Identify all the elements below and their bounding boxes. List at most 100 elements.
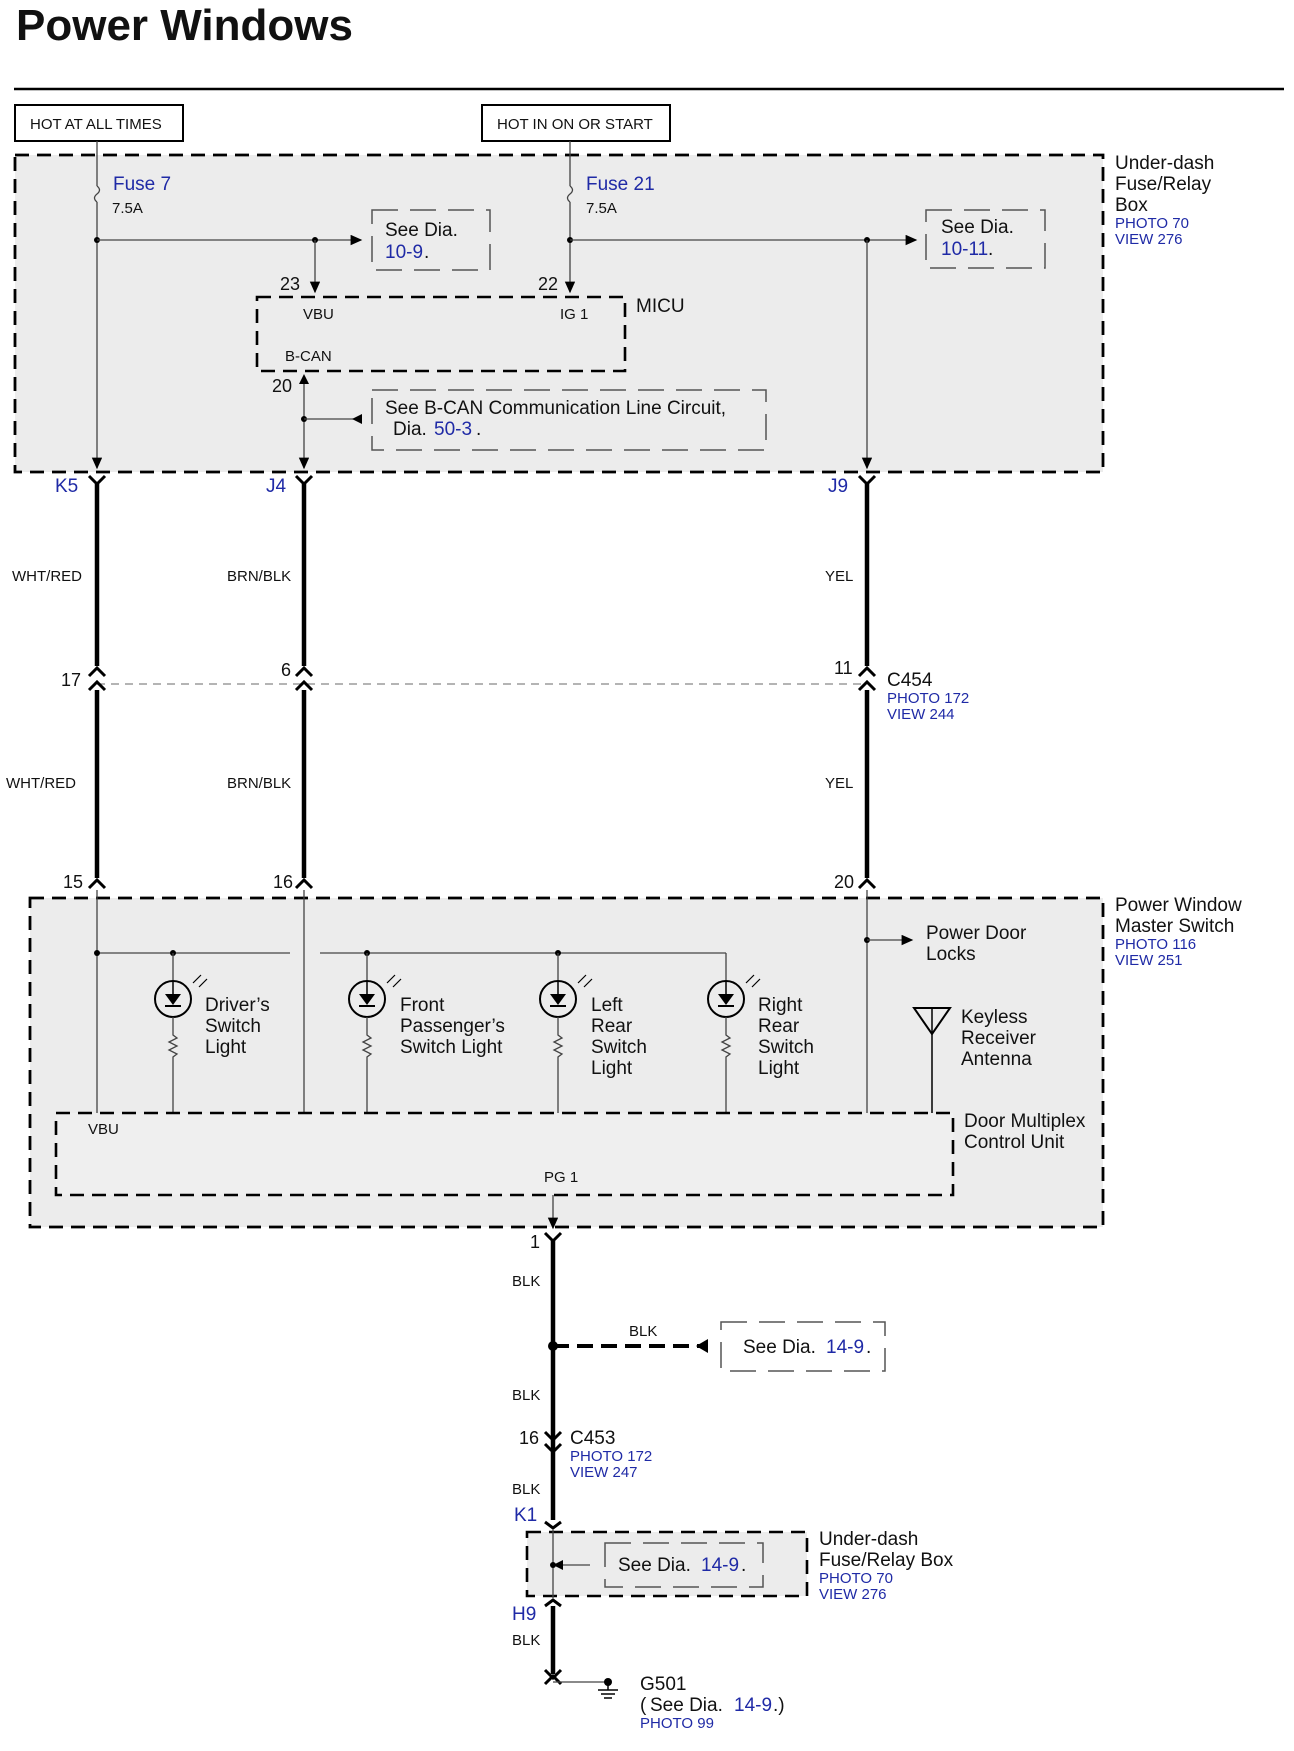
left-rear-light-label-3: Switch	[591, 1037, 647, 1058]
ground-icon	[598, 1682, 618, 1699]
c454-label: C454	[887, 670, 933, 691]
wire-color-blk-5: BLK	[512, 1632, 540, 1649]
wire-color-blk-1: BLK	[512, 1273, 540, 1290]
connector-k1: K1	[514, 1505, 537, 1526]
source-label-hot-on-start: HOT IN ON OR START	[497, 116, 653, 133]
page-title: Power Windows	[16, 1, 353, 50]
see-dia-10-11-box	[925, 209, 1046, 269]
master-pin-16: 16	[273, 872, 293, 892]
power-door-locks-label-1: Power Door	[926, 923, 1027, 944]
c454-view: VIEW 244	[887, 706, 955, 723]
right-rear-light-label-2: Rear	[758, 1016, 800, 1037]
bottom-see-link[interactable]: 14-9	[701, 1555, 739, 1576]
wire-color-blk-2: BLK	[629, 1323, 657, 1340]
driver-switch-light-icon	[154, 953, 208, 1131]
wire-color-blk-4: BLK	[512, 1481, 540, 1498]
source-label-hot-always: HOT AT ALL TIMES	[30, 116, 162, 133]
bcan-note-line1: See B-CAN Communication Line Circuit,	[385, 398, 726, 419]
left-rear-light-label-1: Left	[591, 995, 623, 1016]
connector-j9: J9	[828, 476, 848, 497]
source-box-hot-on-start	[481, 104, 671, 142]
bottom-box-label-2: Fuse/Relay Box	[819, 1550, 954, 1571]
svg-text:.: .	[866, 1337, 871, 1358]
driver-light-label-3: Light	[205, 1037, 247, 1058]
connector-h9: H9	[512, 1604, 536, 1625]
underdash-box-label-2: Fuse/Relay	[1115, 174, 1212, 195]
door-multiplex-box	[54, 1111, 955, 1197]
c453-view: VIEW 247	[570, 1464, 638, 1481]
see-dia-10-9-box	[371, 209, 491, 271]
wire-color-brn-blk-2: BRN/BLK	[227, 775, 291, 792]
power-door-locks-label-2: Locks	[926, 944, 976, 965]
fuse-21-rating: 7.5A	[586, 200, 617, 217]
master-switch-photo: PHOTO 116	[1115, 936, 1196, 953]
wire-color-wht-red-1: WHT/RED	[12, 568, 82, 585]
front-pass-light-label-3: Switch Light	[400, 1037, 503, 1058]
driver-light-label-1: Driver’s	[205, 995, 270, 1016]
right-rear-light-label-3: Switch	[758, 1037, 814, 1058]
fuse-7-rating: 7.5A	[112, 200, 143, 217]
c453-photo: PHOTO 172	[570, 1448, 652, 1465]
wire-color-blk-3: BLK	[512, 1387, 540, 1404]
bottom-box-view: VIEW 276	[819, 1586, 887, 1603]
see-dia-14-9-link[interactable]: 14-9	[826, 1337, 864, 1358]
g501-close-paren: .)	[773, 1695, 785, 1716]
underdash-box-photo: PHOTO 70	[1115, 215, 1189, 232]
underdash-box-label-3: Box	[1115, 195, 1148, 216]
front-pass-light-label-2: Passenger’s	[400, 1016, 505, 1037]
left-rear-switch-light-icon	[539, 953, 593, 1131]
g501-open-paren: (	[640, 1695, 647, 1716]
see-dia-10-11-link[interactable]: 10-11	[941, 239, 988, 260]
door-mux-pg1: PG 1	[544, 1169, 578, 1186]
c454-pin-17: 17	[61, 670, 81, 690]
driver-light-label-2: Switch	[205, 1016, 261, 1037]
bcan-note-link[interactable]: 50-3	[434, 419, 472, 440]
wire-color-yel-2: YEL	[825, 775, 853, 792]
g501-see-link[interactable]: 14-9	[734, 1695, 772, 1716]
connector-j4: J4	[266, 476, 287, 497]
g501-photo: PHOTO 99	[640, 1715, 714, 1732]
micu-bcan: B-CAN	[285, 348, 332, 365]
door-mux-label-2: Control Unit	[964, 1132, 1065, 1153]
micu-pin-23: 23	[280, 274, 300, 294]
svg-text:.: .	[741, 1555, 746, 1576]
micu-vbu: VBU	[303, 306, 334, 323]
see-dia-10-11-prefix: See Dia.	[941, 217, 1014, 238]
c453-label: C453	[570, 1428, 615, 1449]
left-rear-light-label-4: Light	[591, 1058, 633, 1079]
see-dia-10-9-link[interactable]: 10-9	[385, 242, 423, 263]
keyless-label-1: Keyless	[961, 1007, 1028, 1028]
master-switch-label-2: Master Switch	[1115, 916, 1234, 937]
underdash-box-label-1: Under-dash	[1115, 153, 1214, 174]
fuse-7-icon	[93, 185, 101, 203]
ground-pin-1: 1	[530, 1232, 540, 1252]
bottom-see-prefix: See Dia.	[618, 1555, 691, 1576]
c454-pin-6: 6	[281, 660, 291, 680]
master-switch-view: VIEW 251	[1115, 952, 1183, 969]
fuse-21-label: Fuse 21	[586, 174, 655, 195]
svg-text:.: .	[476, 419, 481, 440]
fuse-21-icon	[566, 185, 574, 203]
c453-pin-16: 16	[519, 1428, 539, 1448]
keyless-label-3: Antenna	[961, 1049, 1032, 1070]
front-pass-light-label-1: Front	[400, 995, 445, 1016]
right-rear-switch-light-icon	[707, 953, 761, 1131]
underdash-box-view: VIEW 276	[1115, 231, 1183, 248]
wire-color-yel-1: YEL	[825, 568, 853, 585]
wire-color-wht-red-2: WHT/RED	[6, 775, 76, 792]
micu-box	[255, 295, 627, 373]
g501-label: G501	[640, 1674, 686, 1695]
bottom-box-photo: PHOTO 70	[819, 1570, 893, 1587]
door-mux-label-1: Door Multiplex	[964, 1111, 1086, 1132]
see-dia-14-9-box	[720, 1321, 886, 1372]
wire-color-brn-blk-1: BRN/BLK	[227, 568, 291, 585]
fuse-7-label: Fuse 7	[113, 174, 171, 195]
bottom-box-label-1: Under-dash	[819, 1529, 918, 1550]
connector-k5: K5	[55, 476, 78, 497]
front-passenger-switch-light-icon	[348, 953, 402, 1131]
source-box-hot-always	[14, 104, 184, 142]
underdash-fuse-box	[13, 153, 1105, 474]
g501-see-prefix: See Dia.	[650, 1695, 723, 1716]
micu-ig1: IG 1	[560, 306, 588, 323]
